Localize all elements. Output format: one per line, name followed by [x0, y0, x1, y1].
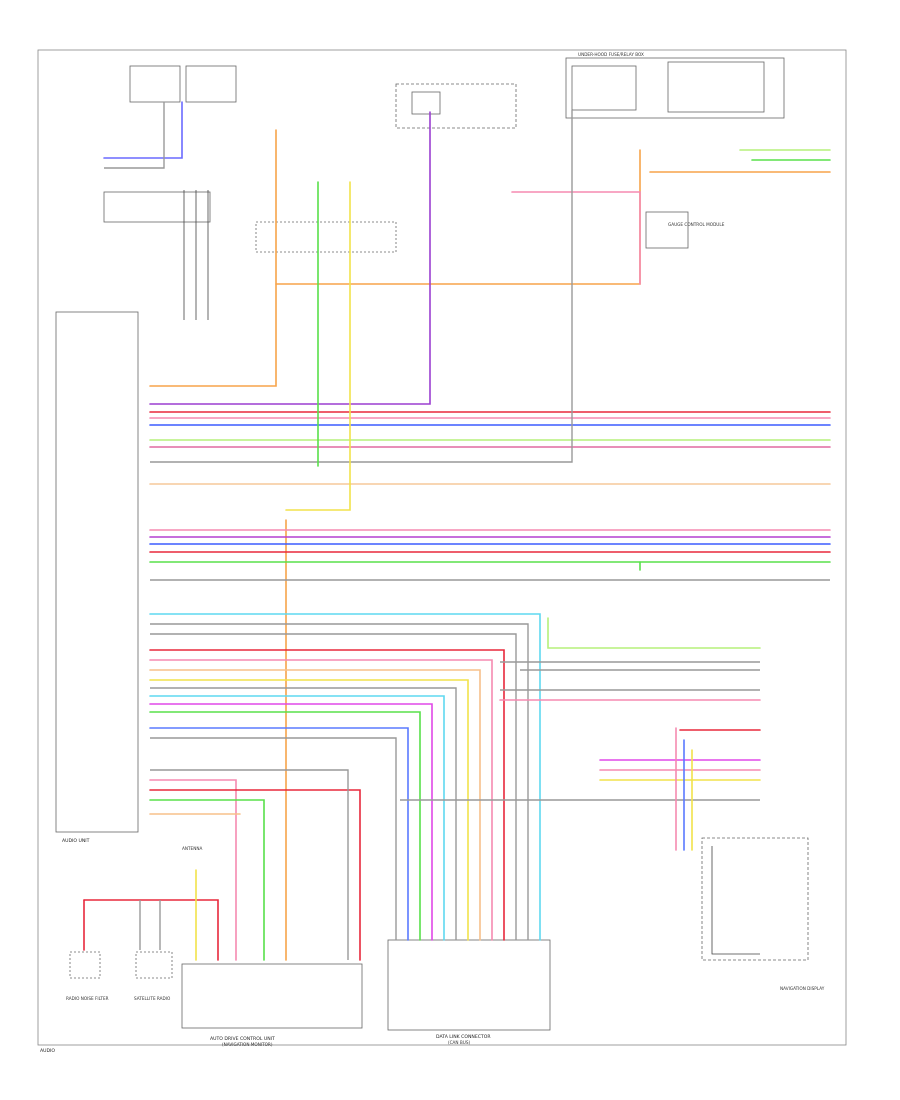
wire-cyan-fan1 — [149, 695, 445, 941]
wire-orange-fan1 — [149, 669, 481, 941]
fuse-relay-inner-1 — [571, 65, 637, 111]
antenna-label: ANTENNA — [182, 846, 202, 851]
audio-unit-label: AUDIO UNIT — [62, 838, 90, 844]
wire-yellow-v1 — [285, 181, 351, 511]
wire-lightgreen-v — [547, 617, 761, 649]
wire-pink-lower1 — [149, 779, 237, 961]
wire-pink-fan1 — [149, 659, 493, 941]
outer-frame — [37, 49, 847, 1046]
center-connector-block — [255, 221, 397, 253]
wire-gray-fan2 — [150, 633, 517, 940]
top-left-box-2 — [185, 65, 237, 103]
wire-gray-fan1 — [150, 623, 529, 940]
top-left-box-1 — [129, 65, 181, 103]
data-link-connector-sub: (CAN BUS) — [448, 1040, 470, 1045]
data-link-connector-box — [387, 939, 551, 1031]
fuse-relay-label: UNDER-HOOD FUSE/RELAY BOX — [578, 52, 644, 57]
wire-yellow-fan1 — [149, 679, 469, 941]
wire-red-fan1 — [149, 649, 505, 941]
satellite-radio-box — [135, 951, 173, 979]
wire-gray-topleft — [104, 102, 165, 169]
wire-blue-fan1 — [149, 727, 409, 941]
fuse-relay-box — [565, 57, 785, 119]
wire-orange-1 — [149, 129, 277, 387]
gauge-module-box — [645, 211, 689, 249]
auto-drive-unit-box — [181, 963, 363, 1029]
wire-green-lower1 — [149, 799, 265, 961]
wire-orange-2 — [275, 149, 641, 285]
gauge-module-label: GAUGE CONTROL MODULE — [668, 222, 725, 227]
auto-drive-unit-label: AUTO DRIVE CONTROL UNIT — [210, 1036, 275, 1042]
dash-fuse-inner — [411, 91, 441, 115]
nav-display-label: NAVIGATION DISPLAY — [780, 986, 825, 991]
wire-gray-lower1 — [150, 769, 349, 960]
wire-green-fan1 — [149, 711, 421, 941]
auto-drive-unit-sub: (NAVIGATION MONITOR) — [222, 1042, 273, 1047]
wire-right-bracket — [711, 846, 760, 955]
wire-pink-top — [511, 191, 641, 285]
top-left-connector — [103, 191, 211, 223]
fuse-relay-inner-2 — [667, 61, 765, 113]
wire-gray-h1 — [150, 110, 573, 463]
wire-gray-fan3 — [150, 687, 457, 940]
dash-fuse-box — [395, 83, 517, 129]
audio-unit-box — [55, 311, 139, 833]
nav-display-box — [701, 837, 809, 961]
wire-magenta-fan1 — [149, 703, 433, 941]
data-link-connector-label: DATA LINK CONNECTOR — [436, 1034, 491, 1040]
radio-noise-label: RADIO NOISE FILTER — [66, 996, 109, 1001]
radio-noise-filter — [69, 951, 101, 979]
wire-cyan-v — [149, 613, 541, 941]
footer-label: AUDIO — [40, 1048, 55, 1054]
satellite-radio-label: SATELLITE RADIO — [134, 996, 171, 1001]
wire-gray-fan4 — [150, 737, 397, 940]
wire-purple-long — [149, 111, 431, 405]
wire-red-drop1 — [83, 899, 219, 961]
wire-red-lower1 — [149, 789, 361, 961]
wire-purple-topleft — [103, 101, 183, 159]
